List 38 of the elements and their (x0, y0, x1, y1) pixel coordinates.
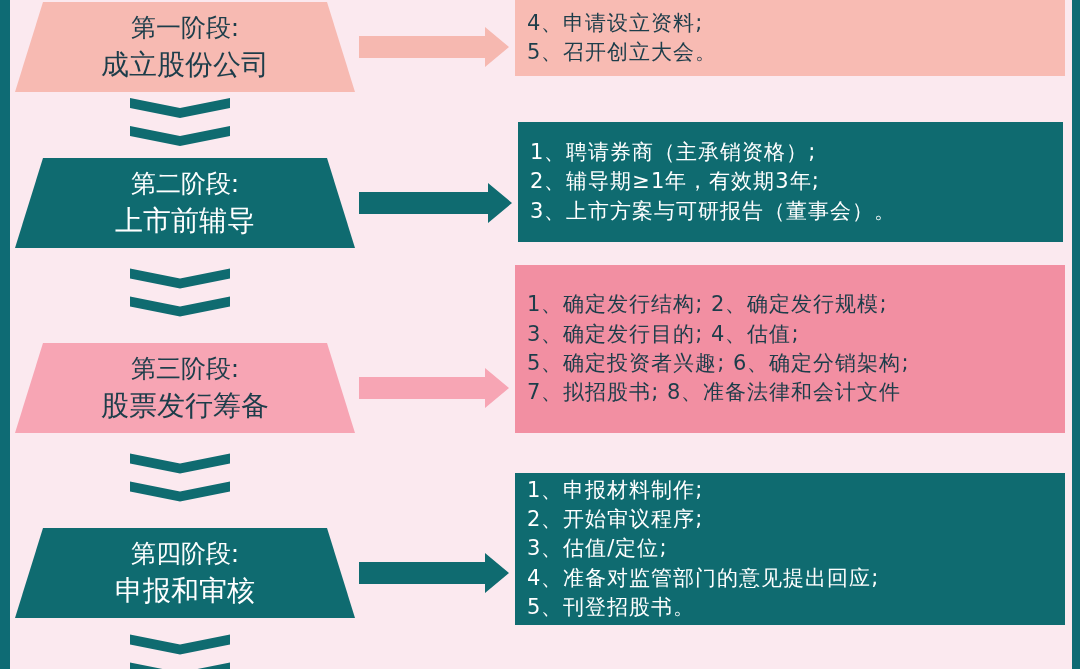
detail-box (515, 0, 1065, 76)
step-item: 5、刊登招股书。 (527, 594, 697, 622)
step-item: 4、准备对监管部门的意见提出回应; (527, 564, 881, 592)
stage-title: 上市前辅导 (115, 203, 255, 239)
stage-number: 第四阶段: (130, 537, 240, 570)
chevron-arrow (130, 268, 230, 317)
step-item: 5、确定投资者兴趣; 6、确定分销架构; (527, 350, 911, 377)
stage-banner (15, 528, 355, 618)
step-item: 3、上市方案与可研报告（董事会）。 (530, 197, 898, 225)
chevron-arrow (130, 634, 230, 669)
stage-title: 申报和审核 (115, 573, 255, 609)
block-arrow (359, 553, 509, 593)
stage-title: 股票发行筹备 (101, 388, 269, 424)
block-arrow (359, 183, 512, 223)
detail-box (515, 473, 1065, 625)
step-item: 1、确定发行结构; 2、确定发行规模; (527, 291, 889, 319)
step-item: 5、召开创立大会。 (527, 39, 719, 66)
chevron-arrow (130, 98, 230, 146)
stage-banner (15, 2, 355, 92)
step-item: 4、申请设立资料; (527, 9, 705, 37)
step-item: 3、估值/定位; (527, 535, 669, 563)
detail-box (518, 122, 1063, 242)
step-item: 1、申报材料制作; (527, 476, 705, 504)
detail-box (515, 265, 1065, 433)
stage-banner (15, 158, 355, 248)
step-item: 7、拟招股书; 8、准备法律和会计文件 (527, 379, 903, 407)
step-item: 3、确定发行目的; 4、估值; (527, 320, 801, 348)
step-item: 1、聘请券商（主承销资格）; (530, 138, 818, 166)
block-arrow (359, 27, 509, 67)
stage-number: 第二阶段: (130, 167, 240, 200)
stage-title: 成立股份公司 (101, 47, 269, 83)
stage-banner (15, 343, 355, 433)
step-item: 2、开始审议程序; (527, 505, 705, 533)
chevron-arrow (130, 453, 230, 502)
stage-number: 第一阶段: (130, 11, 240, 44)
stage-number: 第三阶段: (130, 352, 240, 385)
block-arrow (359, 368, 509, 408)
step-item: 2、辅导期≥1年，有效期3年; (530, 168, 821, 196)
